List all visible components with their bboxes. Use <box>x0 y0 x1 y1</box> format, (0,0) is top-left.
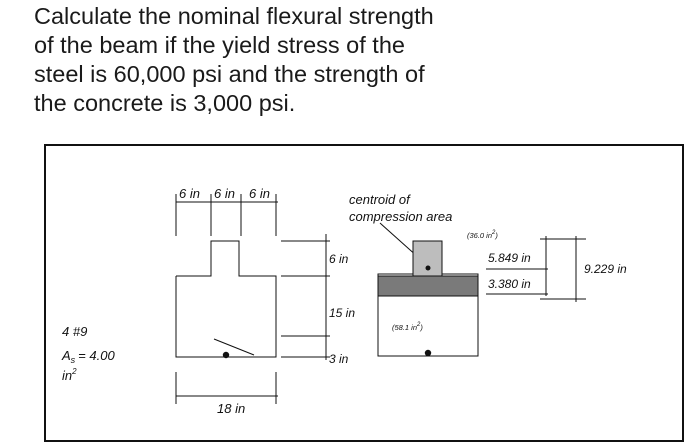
top-dim-label-2: 6 in <box>214 186 235 201</box>
compression-centroid-dot <box>425 265 431 271</box>
centroid-label-line-2: compression area <box>349 209 452 224</box>
beam-section-outline <box>175 240 277 358</box>
area-top-label: (36.0 in2) <box>467 230 498 240</box>
right-dim-label-5849: 5.849 in <box>488 251 531 265</box>
rebar-centroid-dot <box>222 351 230 359</box>
top-dim-label-1: 6 in <box>179 186 200 201</box>
question-text: Calculate the nominal flexural strength … <box>34 2 674 118</box>
steel-area-label: As= 4.00 <box>61 348 115 365</box>
centroid-label-line-1: centroid of <box>349 192 411 207</box>
question-line-3: steel is 60,000 psi and the strength of <box>34 61 425 87</box>
compression-web-block <box>412 240 443 277</box>
width-dim-label: 18 in <box>217 401 245 416</box>
steel-area-unit: in2 <box>62 367 77 383</box>
area-bottom-label: (58.1 in2) <box>392 322 423 332</box>
question-line-1: Calculate the nominal flexural strength <box>34 3 434 29</box>
top-dim-label-3: 6 in <box>249 186 270 201</box>
rebar-leader-line <box>213 338 255 356</box>
side-dim-label-6in: 6 in <box>329 252 349 266</box>
side-dim-label-15in: 15 in <box>329 306 355 320</box>
question-line-2: of the beam if the yield stress of the <box>34 32 405 58</box>
right-dim-label-3380: 3.380 in <box>488 277 531 291</box>
side-dim-label-3in: 3 in <box>329 352 349 366</box>
beam-figure-frame: 6 in 6 in 6 in 18 in 4 #9 As= 4.00 in2 6… <box>44 144 684 442</box>
steel-centroid-dot <box>424 349 432 357</box>
rebar-label: 4 #9 <box>62 324 87 339</box>
right-dim-label-9229: 9.229 in <box>584 262 627 276</box>
beam-diagram: 6 in 6 in 6 in 18 in 4 #9 As= 4.00 in2 6… <box>61 186 627 416</box>
compression-flange-block <box>377 275 479 297</box>
question-line-4: the concrete is 3,000 psi. <box>34 90 296 116</box>
